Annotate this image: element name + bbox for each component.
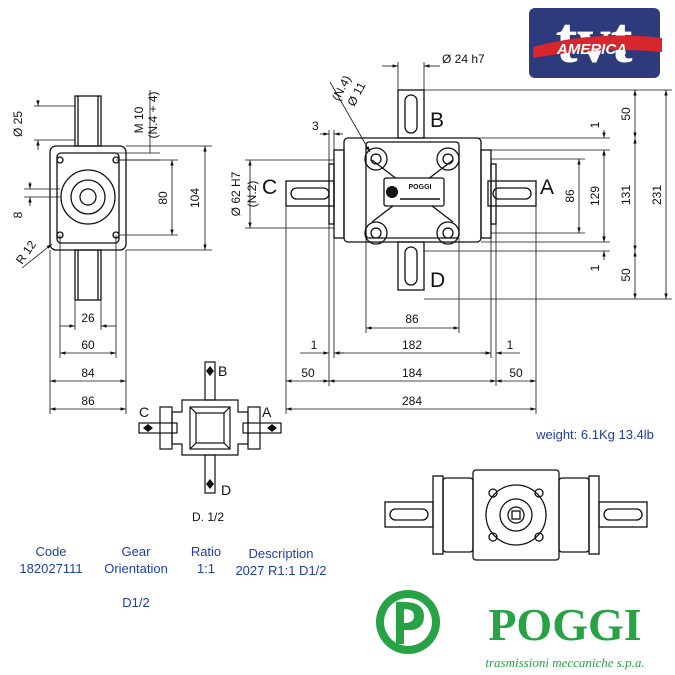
- dim-side-84: 84: [81, 366, 95, 380]
- flange-right: [480, 149, 492, 239]
- spec-code: Code 182027111: [12, 543, 90, 577]
- label-shaft-c: C: [262, 176, 277, 199]
- dim-front-86-h: 86: [405, 312, 419, 326]
- side-bottom-shaft: [74, 249, 102, 301]
- spec-ratio: Ratio 1:1: [180, 543, 232, 577]
- flange-left: [333, 149, 345, 239]
- dim-thread: M 10: [132, 106, 146, 133]
- spec-orientation-label: Gear Orientation: [104, 544, 168, 576]
- spec-ratio-label: Ratio: [190, 544, 222, 559]
- orientation-schematic: [138, 361, 282, 494]
- shaft-letters: B D C A: [262, 109, 554, 292]
- dim-front-182: 182: [402, 338, 422, 352]
- schematic-caption: D. 1/2: [192, 510, 224, 524]
- dim-front-184: 184: [402, 366, 422, 380]
- poggi-logo: POGGI trasmissioni meccaniche s.p.a.: [376, 590, 645, 670]
- marker-b: [206, 366, 214, 376]
- front-body: [343, 137, 482, 243]
- poggi-tagline: trasmissioni meccaniche s.p.a.: [485, 655, 644, 670]
- dim-front-50-right: 50: [509, 366, 523, 380]
- dim-radius: R 12: [13, 238, 39, 267]
- dim-side-104: 104: [188, 188, 202, 208]
- dim-side-80: 80: [156, 191, 170, 205]
- plate-text: POGGI: [409, 184, 432, 191]
- weight-text: weight: 6.1Kg 13.4lb: [536, 427, 654, 442]
- shaft-b: [397, 89, 425, 139]
- side-view-dims: [21, 90, 212, 414]
- spec-description-label: Description: [248, 546, 314, 561]
- america-text: AMERICA: [556, 41, 627, 58]
- dim-front-1-left: 1: [311, 338, 318, 352]
- label-shaft-a: A: [540, 176, 554, 199]
- schematic-label-c: C: [139, 404, 149, 420]
- dim-front-50-left: 50: [301, 366, 315, 380]
- label-shaft-d: D: [430, 269, 445, 292]
- poggi-name: POGGI: [488, 599, 641, 650]
- dim-front-1-bottom: 1: [588, 264, 602, 271]
- dim-front-86-v: 86: [563, 189, 577, 203]
- dim-front-50-top: 50: [619, 107, 633, 121]
- marker-a: [267, 424, 277, 432]
- schematic-label-b: B: [218, 363, 227, 379]
- dim-front-284: 284: [402, 394, 422, 408]
- spec-ratio-value: 1:1: [196, 561, 216, 576]
- dim-front-231: 231: [650, 185, 664, 205]
- boss: [364, 147, 388, 171]
- dim-front-50-bottom: 50: [619, 268, 633, 282]
- label-shaft-b: B: [430, 109, 444, 132]
- spec-description-value: 2027 R1:1 D1/2: [235, 563, 327, 578]
- shaft-a: [487, 180, 537, 207]
- dim-side-26: 26: [81, 311, 95, 325]
- dim-front-1-right: 1: [507, 338, 514, 352]
- schematic-body: [171, 399, 249, 456]
- spec-description: Description 2027 R1:1 D1/2: [226, 545, 336, 579]
- marker-c: [143, 424, 153, 432]
- schematic-shaft-c: [138, 422, 178, 434]
- marker-d: [206, 479, 214, 489]
- dim-bore-diameter: Ø 62 H7: [229, 171, 243, 216]
- dim-thread-count: (N.4 + 4): [146, 91, 160, 138]
- top-view-shaft-right: [598, 501, 648, 528]
- dim-front-shaft-diameter: Ø 24 h7: [442, 52, 485, 66]
- dim-bore-count: (N.2): [245, 181, 259, 208]
- spec-code-value: 182027111: [19, 561, 83, 576]
- schematic-label-a: A: [262, 404, 272, 420]
- front-view-dims: [245, 62, 672, 414]
- side-top-shaft: [74, 95, 102, 147]
- dim-front-131: 131: [619, 185, 633, 205]
- schematic-markers: [143, 366, 277, 489]
- dim-side-8: 8: [11, 211, 25, 218]
- shaft-c: [285, 180, 335, 207]
- top-view: [384, 469, 648, 561]
- dim-front-129: 129: [588, 186, 602, 206]
- dim-depth-3: 3: [312, 119, 319, 133]
- dim-side-shaft-diameter: Ø 25: [11, 111, 25, 137]
- shaft-d: [397, 241, 425, 291]
- top-view-body: [472, 469, 560, 561]
- top-view-shaft-left: [384, 501, 434, 528]
- dim-side-60: 60: [81, 338, 95, 352]
- plate-logo-icon: [386, 186, 398, 198]
- side-view: [49, 95, 127, 301]
- spec-code-label: Code: [35, 544, 67, 559]
- side-hub: [60, 169, 116, 225]
- schematic-shaft-a: [242, 422, 282, 434]
- tvt-america-logo: tvt AMERICA: [529, 4, 662, 78]
- schematic-labels: B D C A D. 1/2: [139, 363, 272, 524]
- front-view-labels: Ø 24 h7 Ø 11 (N.4) 3 Ø 62 H7 (N.2) 1 50 …: [229, 52, 664, 408]
- dim-side-86: 86: [81, 394, 95, 408]
- dim-front-1-top: 1: [588, 121, 602, 128]
- spec-orientation: Gear Orientation D1/2: [95, 526, 177, 628]
- spec-orientation-value: D1/2: [122, 595, 150, 610]
- schematic-label-d: D: [221, 482, 231, 498]
